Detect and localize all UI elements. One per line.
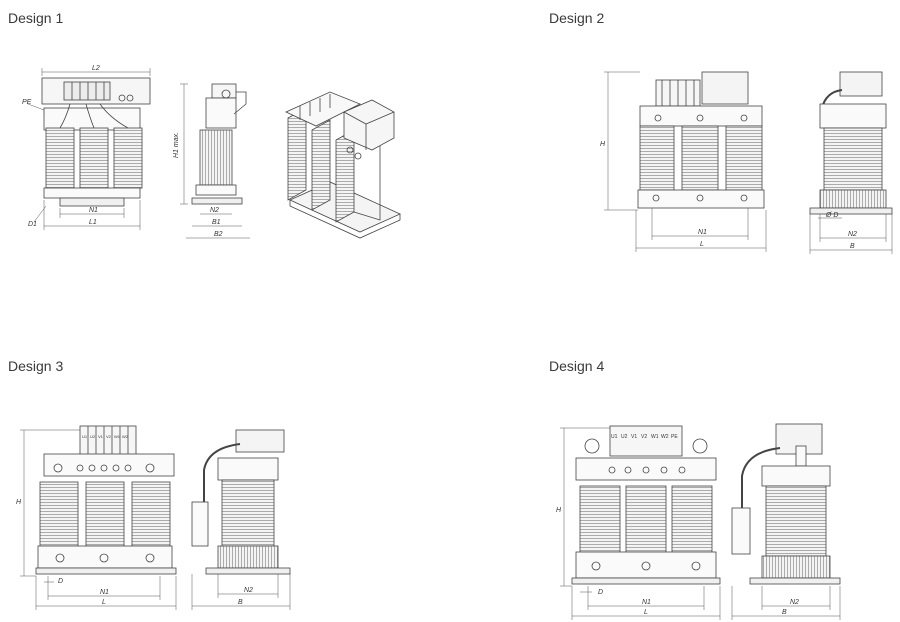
design-1-n2-label: N2 — [210, 207, 219, 214]
design-1-side-view — [191, 83, 247, 205]
design-1-b2-label: B2 — [214, 231, 223, 238]
design-1-pe-label: PE — [22, 99, 32, 106]
design-4-l-label: L — [644, 609, 648, 616]
design-1-b1-label: B1 — [212, 219, 221, 226]
design-4-terminal-v2: V2 — [641, 434, 647, 440]
design-3-d-label: D — [58, 578, 63, 585]
design-3-b-label: B — [238, 599, 243, 606]
design-4-side-dimensions — [731, 586, 841, 620]
design-3-terminal-u1: U1 — [82, 434, 88, 439]
design-2-b-label: B — [850, 243, 855, 250]
design-3-front-view — [35, 425, 177, 575]
design-4-b-label: B — [782, 609, 787, 616]
design-1-dimensions — [27, 68, 151, 230]
design-4-d-label: D — [598, 589, 603, 596]
design-4-terminal-v1: V1 — [631, 434, 637, 440]
design-1-side-dimensions — [180, 83, 250, 239]
design-3-title: Design 3 — [8, 358, 64, 374]
design-2-title: Design 2 — [549, 10, 605, 26]
design-2-d-label: Ø D — [825, 212, 838, 219]
design-1-title: Design 1 — [8, 10, 64, 26]
design-4-front-dimensions — [560, 427, 721, 620]
design-2-l-label: L — [700, 241, 704, 248]
design-2-front-view — [637, 71, 765, 209]
design-4-terminal-w1: W1 — [651, 434, 659, 440]
design-3-terminal-w2: W2 — [122, 434, 129, 439]
design-4-n1-label: N1 — [642, 599, 651, 606]
design-4-n2-label: N2 — [790, 599, 799, 606]
design-2-h-label: H — [600, 141, 606, 148]
design-4-title: Design 4 — [549, 358, 605, 374]
design-3-terminals: U1 U2 V1 V2 W1 W2 — [82, 434, 129, 439]
design-4-front-view — [571, 425, 721, 585]
design-3-terminal-u2: U2 — [90, 434, 96, 439]
design-3-n1-label: N1 — [100, 589, 109, 596]
design-3-side-dimensions — [191, 574, 291, 610]
design-1-l1-label: L1 — [89, 219, 97, 226]
design-1-front-view — [41, 77, 151, 207]
design-4-terminal-w2: W2 — [661, 434, 669, 440]
design-3-terminal-v2: V2 — [106, 434, 112, 439]
design-3-l-label: L — [102, 599, 106, 606]
design-3-n2-label: N2 — [244, 587, 253, 594]
design-1-isometric-view — [285, 91, 401, 239]
design-4-terminals: U1 U2 V1 V2 W1 W2 PE — [611, 434, 678, 440]
design-4-terminal-u1: U1 — [611, 434, 618, 440]
design-4-terminal-u2: U2 — [621, 434, 628, 440]
design-1-h1-label: H1 max. — [173, 132, 180, 158]
design-2-front-dimensions — [604, 71, 767, 252]
design-4-side-view — [731, 423, 841, 585]
design-2-side-dimensions — [809, 214, 893, 254]
design-3-terminal-w1: W1 — [114, 434, 121, 439]
design-2-side-view — [809, 71, 893, 215]
design-1-l2-label: L2 — [92, 65, 100, 72]
design-3-front-dimensions — [20, 429, 177, 610]
design-3-terminal-v1: V1 — [98, 434, 104, 439]
design-4-h-label: H — [556, 507, 562, 514]
design-2-n2-label: N2 — [848, 231, 857, 238]
design-2-n1-label: N1 — [698, 229, 707, 236]
design-1-d1-label: D1 — [28, 221, 37, 228]
design-4-terminal-pe: PE — [671, 434, 678, 440]
design-3-h-label: H — [16, 499, 22, 506]
design-3-side-view — [191, 429, 291, 575]
design-1-n1-label: N1 — [89, 207, 98, 214]
